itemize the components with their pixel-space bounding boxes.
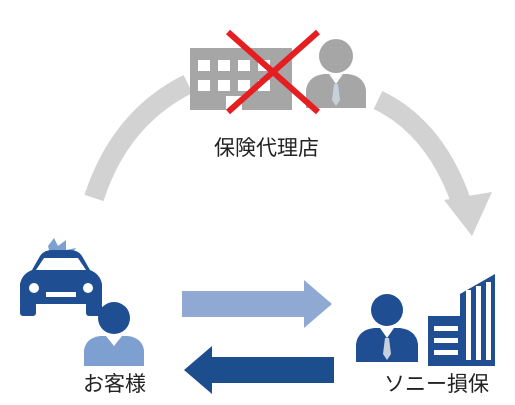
- left-arc: [84, 75, 193, 202]
- person-icon: [84, 302, 144, 366]
- customer-label: お客様: [83, 372, 146, 396]
- agent-label: 保険代理店: [214, 136, 319, 160]
- business-person-icon: [356, 294, 418, 362]
- right-arc-arrowhead: [444, 192, 492, 236]
- insurer-label: ソニー損保: [384, 372, 489, 396]
- cross-out-icon: [226, 29, 320, 115]
- business-person-icon: [306, 39, 366, 108]
- right-arc: [373, 90, 472, 208]
- request-arrow: [182, 280, 332, 328]
- response-arrow: [184, 346, 334, 394]
- skyscraper-icon: [428, 274, 495, 366]
- car-accident-icon: [20, 238, 102, 316]
